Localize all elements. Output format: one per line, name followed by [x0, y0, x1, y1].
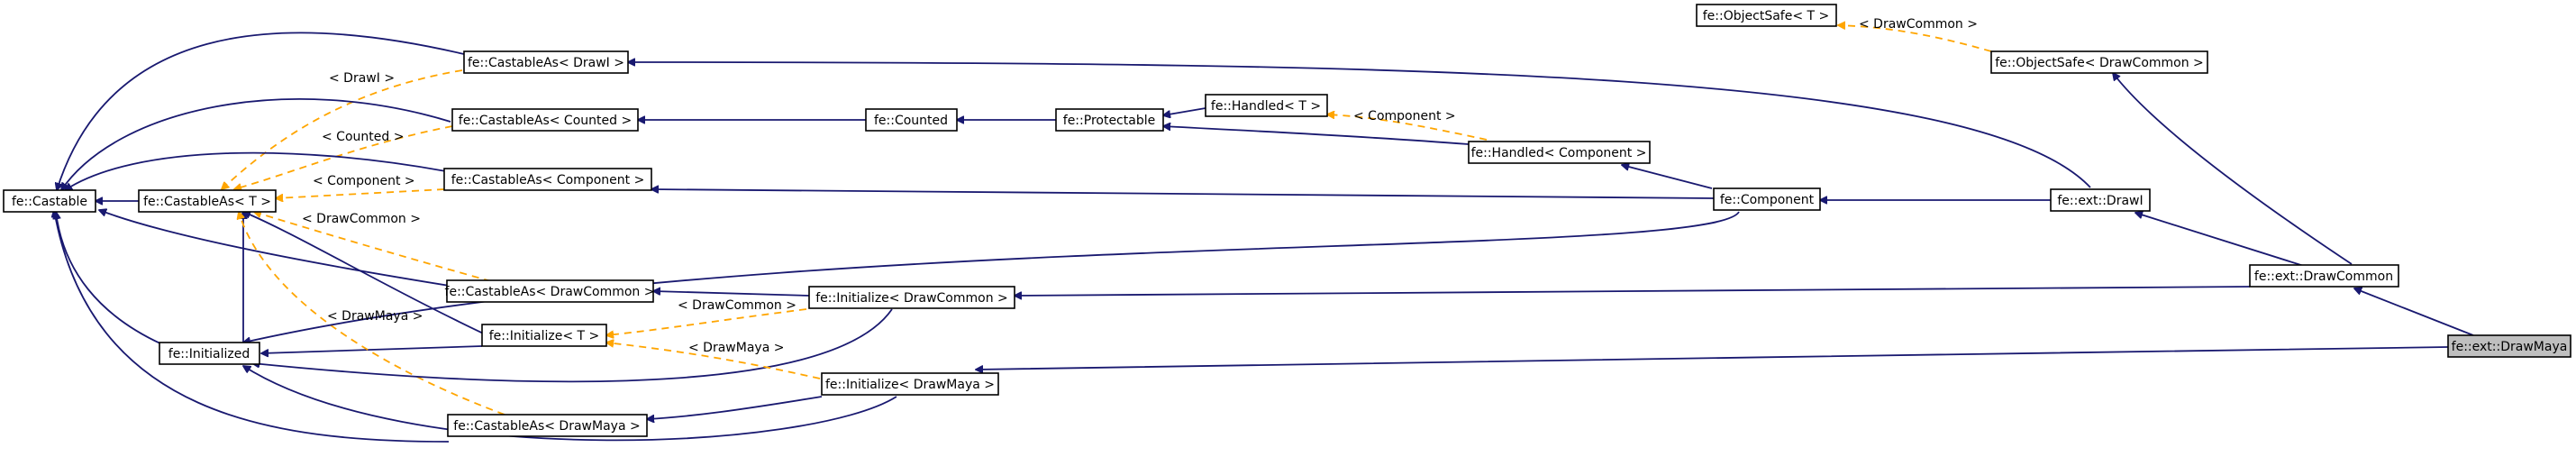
edge-castableascounted-to-castable	[61, 98, 451, 190]
edge-initializeT-to-castableasT	[243, 212, 492, 338]
class-node-label: fe::Initialize< T >	[489, 329, 599, 343]
class-node-label: fe::CastableAs< DrawCommon >	[445, 285, 655, 299]
edge-component-to-handledcomponent	[1622, 165, 1713, 189]
class-node-label: fe::Handled< T >	[1211, 99, 1321, 114]
class-node-castableas-counted[interactable]: fe::CastableAs< Counted >	[451, 108, 639, 132]
class-node-counted[interactable]: fe::Counted	[865, 108, 958, 132]
class-node-label: fe::ext::DrawCommon	[2254, 270, 2393, 284]
edge-label-drawi: < DrawI >	[329, 71, 395, 86]
class-node-label: fe::CastableAs< Component >	[451, 173, 645, 187]
edge-label-drawcommon-castable: < DrawCommon >	[302, 212, 421, 226]
class-node-castable[interactable]: fe::Castable	[3, 189, 96, 213]
edge-initializedrawcommon-to-initializeT	[606, 308, 807, 335]
edges	[54, 25, 2474, 443]
class-node-label: fe::ext::DrawMaya	[2452, 340, 2568, 354]
class-node-drawcommon[interactable]: fe::ext::DrawCommon	[2249, 264, 2399, 288]
edge-castableasdrawi-to-castable	[57, 32, 465, 190]
edge-handledT-to-protectable	[1163, 107, 1206, 115]
edge-initializedrawcommon-to-initialized	[252, 308, 893, 383]
edge-label-drawcommon-init: < DrawCommon >	[678, 298, 796, 313]
edge-castableasdrawcommon-to-castable	[99, 210, 456, 288]
class-node-initialized[interactable]: fe::Initialized	[159, 342, 260, 365]
edge-castableasdrawcommon-to-castableasT	[254, 212, 492, 282]
class-node-label: fe::Protectable	[1063, 114, 1155, 128]
nodes: fe::Castable fe::CastableAs< T > fe::Ini…	[3, 4, 2571, 437]
edge-handledcomponent-to-handledT	[1327, 114, 1488, 141]
edge-castableasdrawi-to-castableasT	[222, 69, 463, 189]
class-node-objectsafe-t[interactable]: fe::ObjectSafe< T >	[1696, 4, 1837, 27]
class-node-castableas-drawcommon[interactable]: fe::CastableAs< DrawCommon >	[445, 279, 655, 303]
class-node-label: fe::CastableAs< Counted >	[459, 114, 632, 128]
edge-label-drawcommon-objectsafe: < DrawCommon >	[1859, 17, 1978, 32]
edge-label-counted: < Counted >	[322, 130, 404, 144]
class-node-label: fe::ext::DrawI	[2057, 194, 2143, 208]
class-node-objectsafe-drawcommon[interactable]: fe::ObjectSafe< DrawCommon >	[1990, 50, 2208, 74]
class-node-label: fe::Initialize< DrawMaya >	[825, 378, 995, 392]
edge-initializeT-to-initialized	[261, 345, 483, 353]
class-node-drawmaya-current[interactable]: fe::ext::DrawMaya	[2447, 334, 2571, 358]
edge-drawmaya-to-drawcommon	[2354, 288, 2474, 336]
edge-initializedrawmaya-to-initializeT	[606, 343, 821, 379]
edge-castableascounted-to-castableasT	[234, 125, 453, 189]
class-node-drawi[interactable]: fe::ext::DrawI	[2050, 188, 2151, 212]
class-node-label: fe::Initialized	[168, 347, 250, 361]
class-node-castableas-drawi[interactable]: fe::CastableAs< DrawI >	[463, 50, 629, 74]
edge-initializedrawmaya-to-castableasdrawmaya	[647, 396, 823, 419]
class-node-label: fe::Handled< Component >	[1471, 146, 1647, 160]
edge-drawi-to-castableasdrawi	[628, 62, 2091, 188]
edge-initializedrawcommon-to-castableasdrawcommon	[653, 291, 810, 297]
edge-labels: < DrawI > < Counted > < Component > < Dr…	[302, 17, 1978, 355]
class-node-handled-t[interactable]: fe::Handled< T >	[1205, 94, 1328, 117]
edge-label-drawmaya-init: < DrawMaya >	[688, 341, 784, 355]
edge-drawmaya-to-initializedrawmaya	[976, 346, 2449, 370]
class-node-label: fe::CastableAs< T >	[143, 195, 271, 209]
edge-initialized-to-castable	[56, 212, 163, 345]
class-node-protectable[interactable]: fe::Protectable	[1055, 108, 1164, 132]
edge-castableascomponent-to-castableasT	[276, 188, 445, 198]
edge-component-to-castableascomponent	[651, 189, 1715, 199]
edge-label-component: < Component >	[313, 174, 415, 188]
class-node-label: fe::ObjectSafe< T >	[1703, 9, 1830, 23]
class-node-castableas-component[interactable]: fe::CastableAs< Component >	[443, 168, 652, 191]
edge-drawcommon-to-drawi	[2135, 213, 2307, 268]
class-node-label: fe::CastableAs< DrawI >	[468, 56, 624, 70]
edge-label-drawmaya-castable: < DrawMaya >	[327, 309, 423, 324]
class-node-label: fe::Counted	[874, 114, 948, 128]
edge-handledcomponent-to-protectable	[1163, 126, 1470, 145]
class-node-initialize-t[interactable]: fe::Initialize< T >	[481, 324, 607, 347]
class-node-initialize-drawcommon[interactable]: fe::Initialize< DrawCommon >	[808, 286, 1015, 309]
class-node-castableas-drawmaya[interactable]: fe::CastableAs< DrawMaya >	[447, 414, 648, 437]
class-node-handled-component[interactable]: fe::Handled< Component >	[1468, 141, 1651, 164]
edge-component-to-initialized	[243, 211, 1740, 343]
class-node-initialize-drawmaya[interactable]: fe::Initialize< DrawMaya >	[821, 372, 999, 396]
edge-castableasdrawmaya-to-castableasT	[239, 212, 505, 416]
class-node-label: fe::Castable	[12, 195, 87, 209]
class-node-label: fe::ObjectSafe< DrawCommon >	[1995, 56, 2204, 70]
edge-drawcommon-to-initializedrawcommon	[1015, 286, 2251, 296]
edge-objectsafedrawcommon-to-objectsafeT	[1838, 25, 1992, 52]
class-node-castableas-t[interactable]: fe::CastableAs< T >	[138, 189, 277, 213]
class-node-label: fe::CastableAs< DrawMaya >	[453, 419, 640, 434]
class-node-label: fe::Initialize< DrawCommon >	[815, 291, 1008, 306]
edge-castableasdrawmaya-to-castable	[54, 210, 450, 443]
edge-castableascomponent-to-castable	[65, 151, 447, 190]
edge-initializedrawmaya-to-initialized	[243, 366, 897, 442]
class-node-label: fe::Component	[1720, 193, 1815, 207]
class-node-component[interactable]: fe::Component	[1713, 187, 1821, 211]
edge-label-component-handled: < Component >	[1353, 109, 1456, 123]
edge-drawcommon-to-objectsafedrawcommon	[2113, 73, 2353, 265]
